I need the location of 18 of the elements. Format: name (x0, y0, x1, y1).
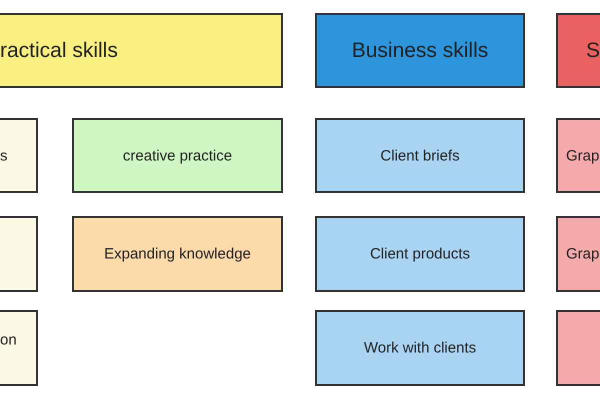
skill-label: Client briefs (380, 147, 460, 164)
skill-label: Work with clients (364, 340, 476, 356)
skill-label: Expanding knowledge (104, 246, 251, 262)
skill-box (72, 216, 283, 292)
skill-label: Grap (566, 246, 600, 262)
skill-label: s (0, 147, 8, 164)
category-title: ractical skills (0, 38, 118, 62)
skill-label: Client products (370, 246, 470, 262)
category-header-box (315, 13, 525, 88)
category-title: S (586, 38, 600, 62)
skill-box (72, 118, 283, 193)
skill-box (315, 118, 525, 193)
skill-label: Grap (566, 147, 600, 164)
skill-label: creative practice (122, 147, 232, 164)
category-title: Business skills (352, 38, 488, 62)
skill-box (315, 310, 525, 386)
skill-box (315, 216, 525, 292)
skill-label: on (0, 332, 17, 348)
